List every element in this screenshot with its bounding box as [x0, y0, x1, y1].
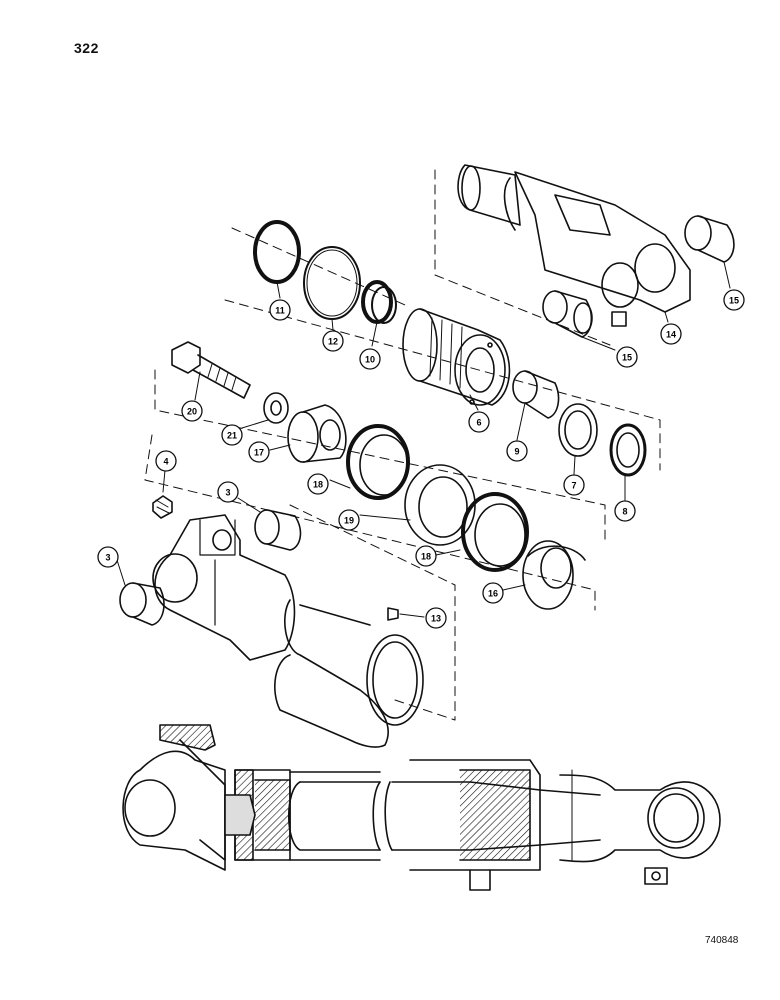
callout-11: 11 [269, 299, 291, 321]
svg-text:10: 10 [365, 355, 375, 365]
svg-text:3: 3 [105, 553, 110, 563]
callout-12: 12 [322, 330, 344, 352]
callout-8: 8 [614, 500, 636, 522]
cylinder-head-6 [402, 308, 511, 406]
callout-3-upper: 3 [217, 481, 239, 503]
svg-text:7: 7 [571, 481, 576, 491]
callout-6: 6 [468, 411, 490, 433]
svg-text:11: 11 [275, 306, 285, 316]
svg-text:20: 20 [187, 407, 197, 417]
gland-16 [522, 540, 586, 610]
svg-text:12: 12 [328, 337, 338, 347]
svg-text:4: 4 [163, 457, 168, 467]
washer-21 [263, 392, 289, 424]
svg-text:18: 18 [421, 552, 431, 562]
screw-13 [387, 607, 399, 621]
svg-text:14: 14 [666, 330, 676, 340]
assembled-cylinder-section [122, 724, 721, 891]
callout-20: 20 [181, 400, 203, 422]
svg-text:18: 18 [313, 480, 323, 490]
cylinder-barrel-base [152, 514, 424, 748]
callout-15-lower: 15 [616, 346, 638, 368]
callout-15-upper: 15 [723, 289, 745, 311]
svg-text:16: 16 [488, 589, 498, 599]
svg-text:3: 3 [225, 488, 230, 498]
svg-text:13: 13 [431, 614, 441, 624]
svg-text:21: 21 [227, 431, 237, 441]
callout-19: 19 [338, 509, 360, 531]
callout-14: 14 [660, 323, 682, 345]
callout-7: 7 [563, 474, 585, 496]
bushing-3-lower [119, 582, 165, 626]
bushing-3-upper [254, 509, 302, 551]
svg-text:6: 6 [476, 418, 481, 428]
svg-text:8: 8 [622, 507, 627, 517]
svg-text:17: 17 [254, 448, 264, 458]
seal-18-lower [461, 492, 529, 572]
callout-18-upper: 18 [307, 473, 329, 495]
svg-text:9: 9 [514, 447, 519, 457]
piston-rod-clevis [457, 164, 691, 327]
seal-8 [609, 423, 647, 477]
ring-7 [558, 403, 598, 457]
callout-21: 21 [221, 424, 243, 446]
svg-text:19: 19 [344, 516, 354, 526]
bolt-20 [171, 341, 251, 399]
callout-18-lower: 18 [415, 545, 437, 567]
callout-13: 13 [425, 607, 447, 629]
assembly-guide-lines [144, 169, 661, 721]
callout-10: 10 [359, 348, 381, 370]
bushing-9 [512, 370, 560, 419]
bushing-15-lower [542, 290, 593, 338]
page-number: 322 [74, 40, 99, 56]
piston-17 [287, 404, 347, 463]
callout-badges: 11 12 10 6 14 15 15 20 21 17 9 7 8 4 3 1… [97, 289, 745, 629]
bushing-15-upper [684, 215, 735, 263]
svg-text:15: 15 [729, 296, 739, 306]
callout-16: 16 [482, 582, 504, 604]
seal-10 [361, 280, 397, 324]
callout-9: 9 [506, 440, 528, 462]
set-screw-4 [152, 495, 173, 519]
callout-17: 17 [248, 441, 270, 463]
backup-ring-12 [303, 246, 361, 320]
callout-4: 4 [155, 450, 177, 472]
o-ring-11 [253, 220, 301, 284]
callout-leaders [116, 261, 731, 618]
figure-code: 740848 [705, 935, 739, 946]
seal-18-upper [346, 424, 410, 500]
callout-3-lower: 3 [97, 546, 119, 568]
svg-text:15: 15 [622, 353, 632, 363]
